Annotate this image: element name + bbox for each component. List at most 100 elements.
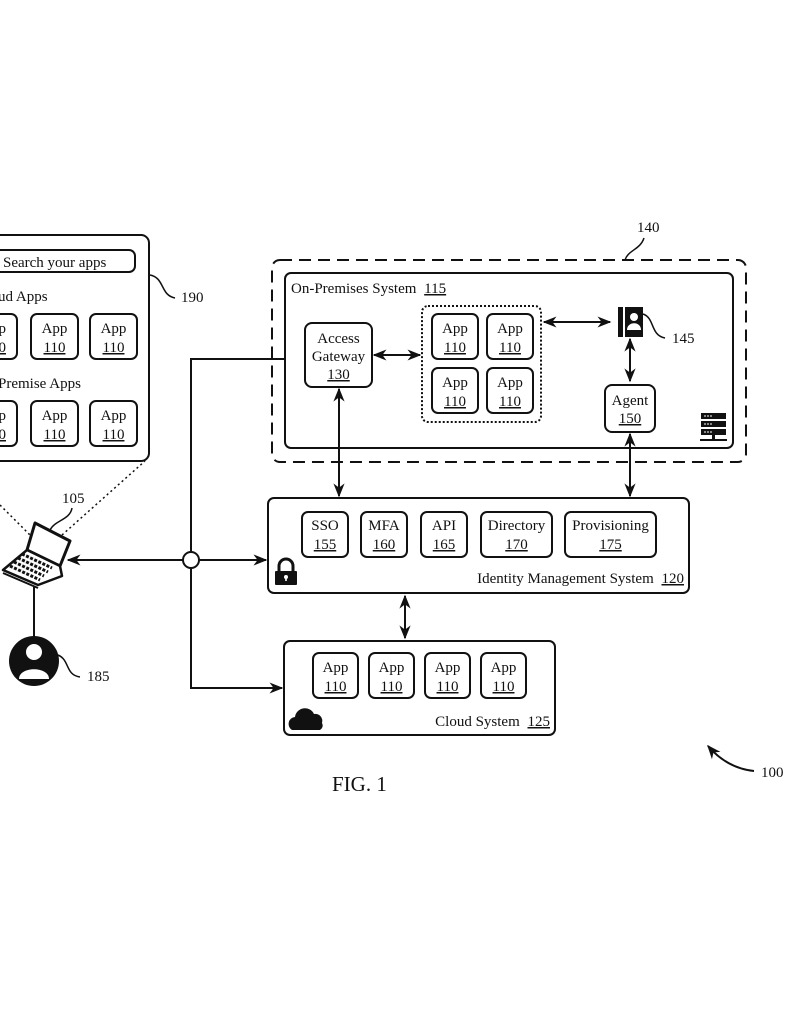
portal-cloud-app-tile[interactable]: App 110 (89, 313, 138, 360)
svg-text:110: 110 (103, 340, 125, 356)
cloud-system: App 110 App 110 App 110 App 110 Cloud Sy… (283, 640, 556, 736)
app-portal-window: Search your apps ud Apps Premise Apps p … (0, 234, 150, 462)
idm-module-provisioning[interactable]: Provisioning 175 (564, 511, 657, 558)
svg-text:App: App (497, 375, 523, 391)
svg-text:110: 110 (493, 679, 515, 695)
svg-text:Directory: Directory (488, 518, 546, 534)
svg-text:155: 155 (314, 537, 337, 553)
svg-text:110: 110 (44, 427, 66, 443)
leader-line (49, 507, 73, 531)
onprem-app-tile[interactable]: App 110 (486, 367, 534, 414)
laptop-icon (1, 521, 72, 589)
portal-cloud-app-tile[interactable]: p 0 (0, 313, 18, 360)
on-premises-system: On-Premises System 115 Access Gateway 13… (284, 272, 734, 449)
svg-text:150: 150 (619, 411, 642, 427)
svg-text:110: 110 (444, 340, 466, 356)
enterprise-boundary (271, 259, 747, 463)
svg-text:Cloud System 125: Cloud System 125 (435, 714, 550, 730)
svg-text:SSO: SSO (311, 518, 339, 534)
svg-text:165: 165 (433, 537, 456, 553)
idm-module-api[interactable]: API 165 (420, 511, 468, 558)
svg-text:110: 110 (325, 679, 347, 695)
portal-onprem-app-tile[interactable]: p 0 (0, 400, 18, 447)
ref-label-145: 145 (672, 331, 695, 347)
onprem-app-tile[interactable]: App 110 (486, 313, 534, 360)
svg-text:App: App (379, 660, 405, 676)
leader-line (624, 237, 645, 261)
access-gateway-box[interactable]: Access Gateway 130 (304, 322, 373, 388)
ref-label-185: 185 (87, 669, 110, 685)
lock-icon (275, 557, 297, 585)
leader-line (57, 654, 81, 678)
ref-label-105: 105 (62, 491, 85, 507)
link-network-gateway (190, 353, 305, 552)
cloud-app-tile[interactable]: App 110 (368, 652, 415, 699)
ref-label-190: 190 (181, 290, 204, 306)
address-book-icon (618, 307, 643, 337)
leader-arrow-100 (707, 744, 755, 772)
svg-text:App: App (101, 321, 127, 337)
svg-text:Identity Management System: Identity Management System 120 (477, 571, 684, 587)
leader-line (149, 274, 176, 299)
svg-text:110: 110 (44, 340, 66, 356)
network-node (182, 551, 200, 569)
svg-text:Agent: Agent (612, 393, 649, 409)
on-premises-ref: 115 (424, 281, 446, 297)
svg-text:130: 130 (327, 367, 350, 383)
projection-line (61, 460, 146, 536)
svg-text:App: App (442, 375, 468, 391)
leader-line (642, 313, 666, 339)
svg-text:110: 110 (103, 427, 125, 443)
svg-text:0: 0 (0, 340, 6, 356)
search-placeholder: Search your apps (3, 255, 106, 271)
identity-management-system: SSO 155 MFA 160 API 165 Directory 170 Pr… (267, 497, 690, 594)
svg-text:Provisioning: Provisioning (572, 518, 649, 534)
svg-text:110: 110 (381, 679, 403, 695)
portal-onprem-app-tile[interactable]: App 110 (89, 400, 138, 447)
cloud-app-tile[interactable]: App 110 (480, 652, 527, 699)
idm-module-sso[interactable]: SSO 155 (301, 511, 349, 558)
portal-onprem-app-tile[interactable]: App 110 (30, 400, 79, 447)
svg-text:App: App (42, 321, 68, 337)
svg-text:110: 110 (499, 340, 521, 356)
svg-text:App: App (323, 660, 349, 676)
cloud-icon (288, 708, 323, 730)
server-icon (700, 413, 727, 441)
svg-text:App: App (491, 660, 517, 676)
svg-text:App: App (101, 408, 127, 424)
svg-text:170: 170 (505, 537, 528, 553)
onprem-app-tile[interactable]: App 110 (431, 313, 479, 360)
svg-text:p: p (0, 408, 6, 424)
idm-module-directory[interactable]: Directory 170 (480, 511, 553, 558)
svg-text:110: 110 (437, 679, 459, 695)
portal-cloud-app-tile[interactable]: App 110 (30, 313, 79, 360)
svg-text:App: App (497, 321, 523, 337)
svg-text:Gateway: Gateway (312, 349, 366, 365)
svg-text:p: p (0, 321, 6, 337)
svg-text:110: 110 (444, 394, 466, 410)
svg-text:On-Premises System 115: On-Premises System 115 (291, 281, 446, 297)
onprem-app-tile[interactable]: App 110 (431, 367, 479, 414)
idm-ref: 120 (662, 571, 685, 587)
svg-text:App: App (42, 408, 68, 424)
svg-text:Access: Access (317, 331, 360, 347)
svg-text:MFA: MFA (368, 518, 400, 534)
svg-text:175: 175 (599, 537, 622, 553)
cloud-apps-heading: ud Apps (0, 289, 48, 305)
cloud-app-tile[interactable]: App 110 (424, 652, 471, 699)
link-network-cloud (190, 568, 284, 694)
cloud-system-title: Cloud System (435, 714, 520, 730)
svg-text:App: App (442, 321, 468, 337)
agent-box[interactable]: Agent 150 (604, 384, 656, 433)
idm-module-mfa[interactable]: MFA 160 (360, 511, 408, 558)
ref-label-140: 140 (637, 220, 660, 236)
cloud-app-tile[interactable]: App 110 (312, 652, 359, 699)
svg-text:API: API (432, 518, 456, 534)
svg-text:160: 160 (373, 537, 396, 553)
user-avatar-icon (9, 636, 59, 686)
projection-line (0, 504, 31, 536)
cloud-system-ref: 125 (528, 714, 551, 730)
search-input[interactable] (0, 249, 136, 273)
idm-title: Identity Management System (477, 571, 654, 587)
